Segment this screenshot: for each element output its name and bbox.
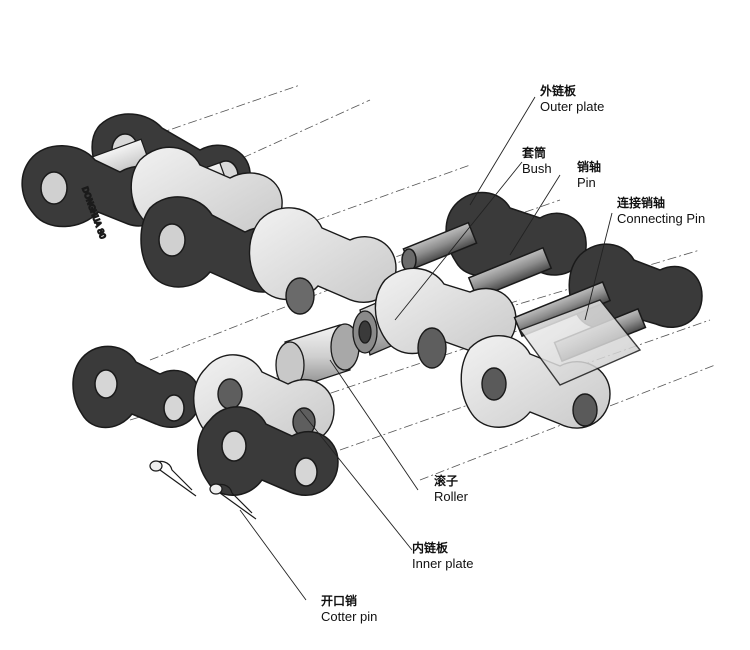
label-inner-plate-zh: 内链板 bbox=[412, 541, 449, 555]
label-pin-zh: 销轴 bbox=[577, 160, 602, 174]
label-bush-zh: 套筒 bbox=[522, 146, 547, 160]
loose-dark-outer-plate bbox=[72, 345, 201, 429]
leader-lines bbox=[239, 96, 613, 601]
label-cotter-pin: 开口销 Cotter pin bbox=[321, 594, 377, 624]
label-outer-plate: 外链板 Outer plate bbox=[540, 84, 604, 114]
label-outer-plate-en: Outer plate bbox=[540, 99, 605, 114]
light-inner-plate-right bbox=[374, 267, 517, 369]
label-connecting-pin-en: Connecting Pin bbox=[617, 211, 706, 226]
label-bush-en: Bush bbox=[522, 161, 552, 176]
cotter-pin-icon bbox=[149, 460, 257, 520]
label-cotter-pin-en: Cotter pin bbox=[321, 609, 378, 624]
label-pin-en: Pin bbox=[577, 175, 596, 190]
roller-part bbox=[275, 323, 360, 389]
label-bush: 套筒 Bush bbox=[522, 146, 552, 176]
label-pin: 销轴 Pin bbox=[577, 160, 601, 190]
label-cotter-pin-zh: 开口销 bbox=[321, 594, 358, 608]
label-roller: 滚子 Roller bbox=[434, 474, 468, 504]
label-outer-plate-zh: 外链板 bbox=[540, 84, 577, 98]
light-inner-link-bottom-right bbox=[460, 299, 642, 429]
label-roller-zh: 滚子 bbox=[434, 474, 459, 488]
loose-dark-plate-front bbox=[197, 406, 339, 496]
label-connecting-pin: 连接销轴 Connecting Pin bbox=[617, 196, 705, 226]
label-roller-en: Roller bbox=[434, 489, 468, 504]
label-inner-plate: 内链板 Inner plate bbox=[412, 541, 473, 571]
light-inner-plate-middle bbox=[248, 207, 397, 315]
label-inner-plate-en: Inner plate bbox=[412, 556, 474, 571]
label-connecting-pin-zh: 连接销轴 bbox=[617, 196, 666, 210]
